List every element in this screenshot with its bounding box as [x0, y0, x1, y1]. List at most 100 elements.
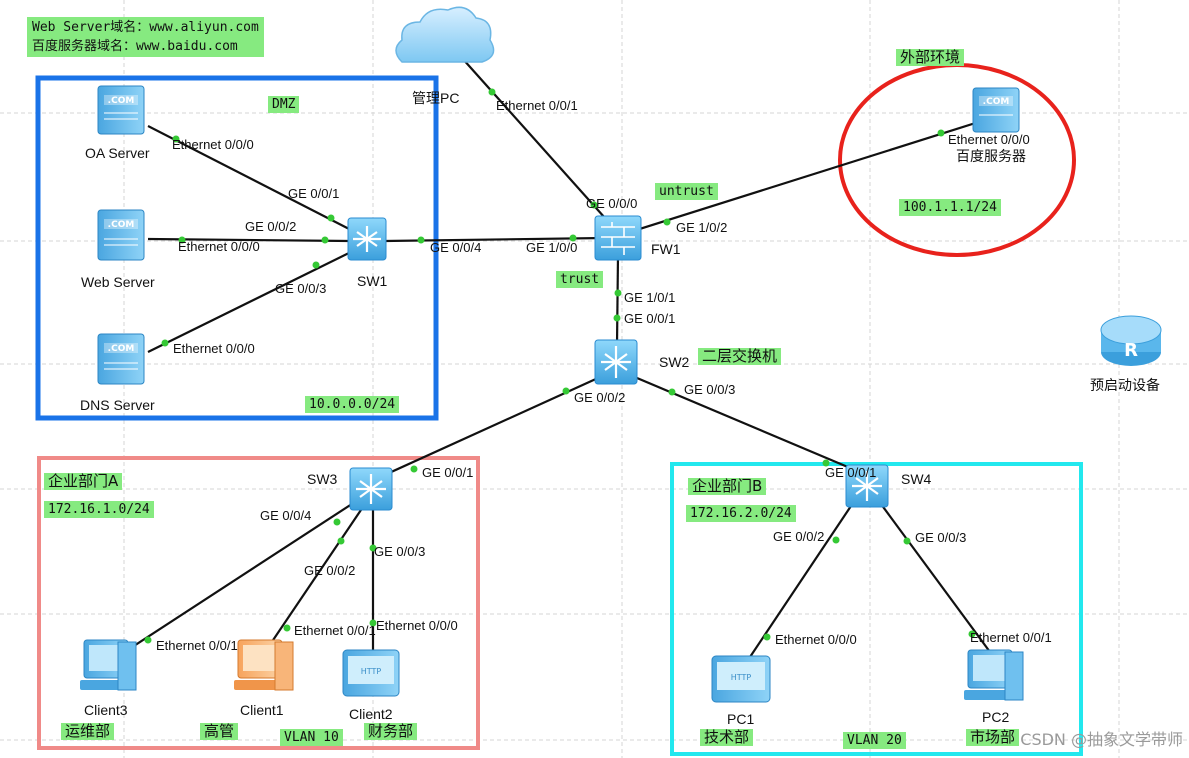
fw1-firewall-icon[interactable]	[594, 215, 642, 261]
pc2-pc-icon[interactable]	[964, 649, 1024, 701]
port-label: GE 0/0/0	[586, 196, 638, 211]
dmz-subnet: 10.0.0.0/24	[305, 396, 400, 413]
sw3-label: SW3	[307, 471, 338, 487]
svg-text:HTTP: HTTP	[731, 673, 752, 682]
port-label: Ethernet 0/0/0	[173, 341, 255, 356]
dept-a-subnet: 172.16.1.0/24	[44, 501, 154, 518]
oa-server-label: OA Server	[85, 145, 150, 161]
external-label: 外部环境	[896, 49, 965, 66]
web-server-icon[interactable]: .COM	[97, 209, 145, 261]
port-label: Ethernet 0/0/0	[178, 239, 260, 254]
port-label: GE 1/0/2	[676, 220, 728, 235]
external-subnet: 100.1.1.1/24	[899, 199, 1001, 216]
dept-b-subnet: 172.16.2.0/24	[686, 505, 796, 522]
client1-label: Client1	[240, 702, 284, 718]
sw1-label: SW1	[357, 273, 388, 289]
svg-text:HTTP: HTTP	[361, 667, 382, 676]
web-server-domain-text: Web Server域名：www.aliyun.com	[32, 20, 259, 35]
link-sw2-sw3	[377, 376, 599, 480]
client2-label: Client2	[349, 706, 393, 722]
port-label: GE 0/0/3	[915, 530, 967, 545]
router-label: 预启动设备	[1090, 377, 1160, 393]
port-label: GE 1/0/0	[526, 240, 578, 255]
vlan10-tag: VLAN 10	[280, 729, 343, 746]
mgmt-dept-tag: 高管	[200, 723, 239, 740]
dept-a-label: 企业部门A	[44, 473, 123, 490]
client1-pc-icon[interactable]	[234, 639, 294, 691]
sw4-switch-icon[interactable]	[845, 464, 889, 508]
port-label: Ethernet 0/0/0	[948, 132, 1030, 147]
port-label: GE 0/0/3	[275, 281, 327, 296]
port-label: GE 0/0/2	[245, 219, 297, 234]
baidu-domain-text: 百度服务器域名：www.baidu.com	[32, 39, 238, 54]
market-dept-tag: 市场部	[966, 729, 1020, 746]
dept-b-zone-box	[670, 462, 1083, 756]
dept-b-label: 企业部门B	[688, 478, 767, 495]
port-label: GE 0/0/2	[304, 563, 356, 578]
pc2-label: PC2	[982, 709, 1010, 725]
sw2-switch-icon[interactable]	[594, 339, 638, 385]
dmz-label: DMZ	[268, 96, 300, 113]
pc1-label: PC1	[727, 711, 755, 727]
link-sw3-client1	[264, 503, 366, 653]
link-sw4-pc1	[747, 499, 856, 661]
port-label: GE 0/0/3	[374, 544, 426, 559]
l2-switch-tag: 二层交换机	[698, 348, 782, 365]
port-label: GE 0/0/1	[288, 186, 340, 201]
web-server-label: Web Server	[81, 274, 155, 290]
svg-text:.COM: .COM	[983, 97, 1010, 107]
link-fw1-baidu	[629, 118, 986, 234]
untrust-tag: untrust	[655, 183, 718, 200]
sw4-label: SW4	[901, 471, 932, 487]
port-label: Ethernet 0/0/1	[496, 98, 578, 113]
port-label: Ethernet 0/0/0	[376, 618, 458, 633]
finance-dept-tag: 财务部	[364, 723, 418, 740]
baidu-server-icon[interactable]: .COM	[972, 87, 1020, 133]
port-label: Ethernet 0/0/1	[970, 630, 1052, 645]
port-label: Ethernet 0/0/0	[775, 632, 857, 647]
link-oa-sw1	[147, 125, 356, 233]
client2-http-icon[interactable]: HTTP	[342, 649, 400, 697]
vlan20-tag: VLAN 20	[843, 732, 906, 749]
port-label: GE 0/0/4	[260, 508, 312, 523]
port-label: Ethernet 0/0/0	[172, 137, 254, 152]
trust-tag: trust	[556, 271, 604, 288]
link-sw3-client3	[119, 499, 359, 656]
fw1-label: FW1	[651, 241, 681, 257]
link-dns-sw1	[147, 249, 356, 353]
port-label: GE 0/0/1	[825, 465, 877, 480]
baidu-server-label: 百度服务器	[956, 148, 1026, 164]
svg-text:.COM: .COM	[108, 96, 135, 106]
port-label: Ethernet 0/0/1	[294, 623, 376, 638]
port-label: Ethernet 0/0/1	[156, 638, 238, 653]
svg-text:R: R	[1124, 340, 1138, 361]
dmz-zone-box	[35, 75, 439, 421]
router-icon[interactable]: R	[1100, 315, 1162, 366]
link-sw4-pc2	[877, 499, 991, 653]
dns-server-icon[interactable]: .COM	[97, 333, 145, 385]
oa-server-icon[interactable]: .COM	[97, 85, 145, 135]
sw1-switch-icon[interactable]	[347, 217, 387, 261]
sw2-label: SW2	[659, 354, 690, 370]
link-cloud-fw1	[461, 57, 606, 219]
cloud-icon[interactable]	[395, 6, 495, 63]
client3-pc-icon[interactable]	[80, 639, 137, 691]
port-label: GE 0/0/1	[624, 311, 676, 326]
dns-server-label: DNS Server	[80, 397, 155, 413]
link-fw1-sw2	[615, 254, 620, 346]
tech-dept-tag: 技术部	[700, 729, 754, 746]
port-label: GE 0/0/2	[773, 529, 825, 544]
dept-a-zone-box	[37, 456, 480, 750]
client3-label: Client3	[84, 702, 128, 718]
cloud-label: 管理PC	[412, 90, 460, 106]
ops-dept-tag: 运维部	[61, 723, 115, 740]
port-label: GE 0/0/3	[684, 382, 736, 397]
port-label: GE 0/0/1	[422, 465, 474, 480]
watermark: CSDN @抽象文学带师	[1020, 730, 1183, 749]
domain-info-box: Web Server域名：www.aliyun.com 百度服务器域名：www.…	[27, 17, 264, 57]
svg-text:.COM: .COM	[108, 220, 135, 230]
pc1-http-icon[interactable]: HTTP	[711, 655, 771, 703]
port-label: GE 1/0/1	[624, 290, 676, 305]
port-label: GE 0/0/4	[430, 240, 482, 255]
sw3-switch-icon[interactable]	[349, 467, 393, 511]
